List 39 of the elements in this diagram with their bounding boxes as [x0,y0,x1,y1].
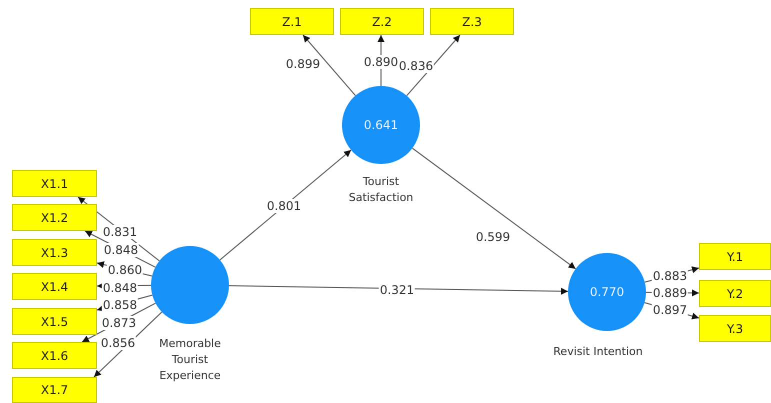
arrow [302,34,356,96]
edge-label: 0.889 [652,286,688,300]
edge-label: 0.836 [398,59,434,73]
arrow [219,150,352,260]
edge-label: 0.801 [266,199,302,213]
edge-label: 0.890 [362,55,400,69]
edge-label: 0.831 [102,225,138,239]
arrow [228,285,568,295]
edge-label: 0.899 [284,57,322,71]
indicator-box: Y.3 [699,315,771,342]
indicator-box: X1.7 [12,377,97,403]
edge-label: 0.321 [378,283,416,297]
construct-circle: 0.641 [342,86,420,164]
edge-label: 0.848 [102,243,140,257]
indicator-box: X1.3 [12,239,97,266]
edge-label: 0.873 [100,316,138,330]
construct-name: Memorable Tourist Experience [158,336,222,384]
indicator-box: X1.1 [12,170,97,197]
indicator-box: Z.2 [340,8,424,35]
indicator-box: X1.4 [12,273,97,300]
edge-label: 0.599 [474,230,512,244]
edge-label: 0.883 [652,269,688,283]
indicator-box: X1.6 [12,342,97,369]
arrow [406,34,460,96]
indicator-box: Y.2 [699,280,771,307]
construct-circle: 0.770 [568,253,646,331]
edge-label: 0.848 [102,281,138,295]
construct-name: Tourist Satisfaction [348,174,414,206]
edge-label: 0.860 [106,263,144,277]
indicator-box: Z.1 [250,8,334,35]
construct-name: Revisit Intention [553,344,643,360]
indicator-box: Y.1 [699,243,771,270]
arrow [412,148,576,270]
indicator-box: X1.2 [12,204,97,231]
edge-label: 0.858 [102,298,138,312]
indicator-box: X1.5 [12,308,97,335]
edge-label: 0.856 [100,336,136,350]
indicator-box: Z.3 [430,8,514,35]
edge-label: 0.897 [652,303,688,317]
